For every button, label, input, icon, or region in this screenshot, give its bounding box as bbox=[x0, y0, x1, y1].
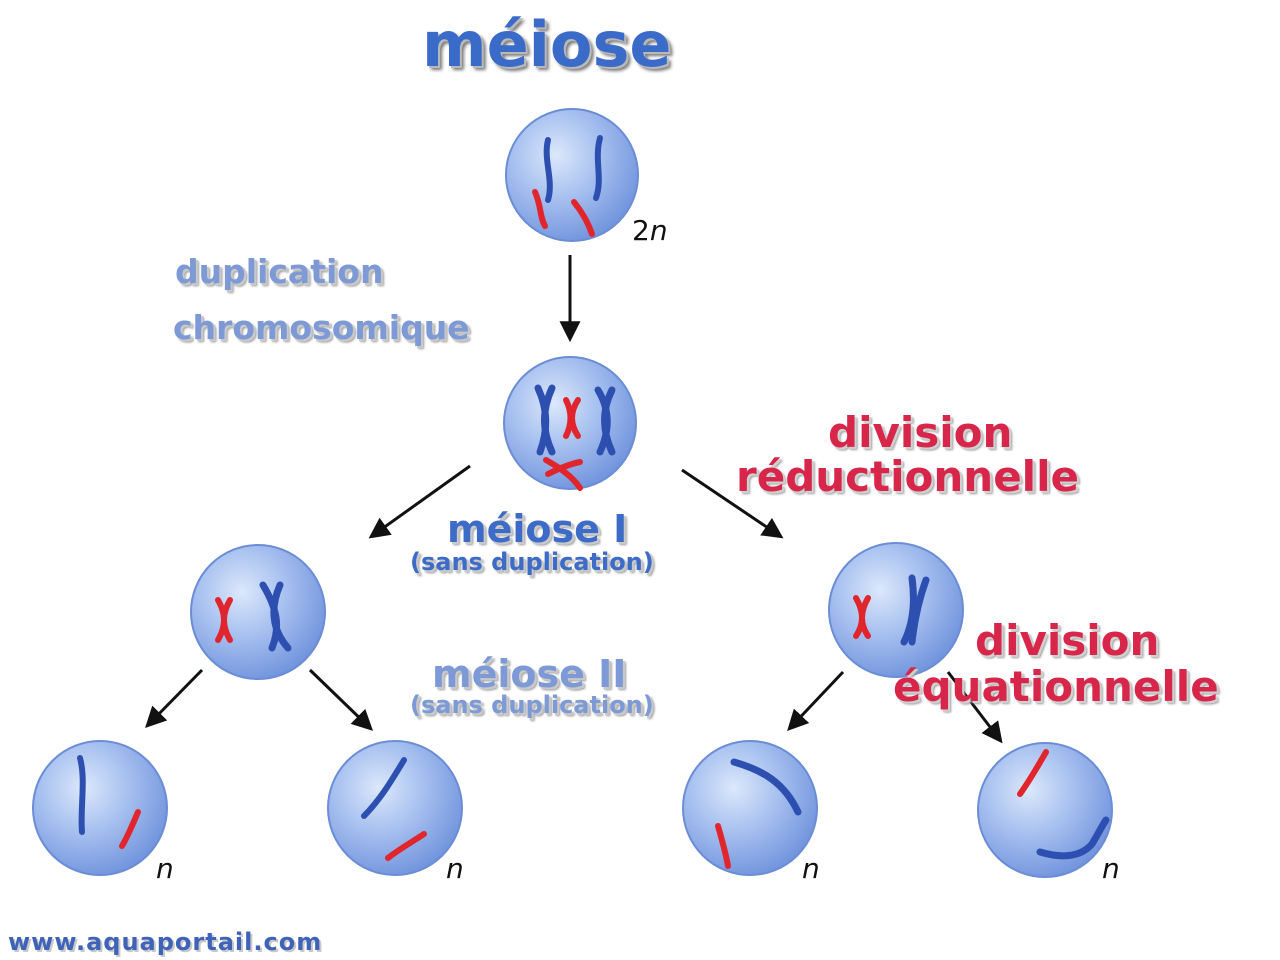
label-division-reductionnelle-2: réductionnelle bbox=[736, 452, 1079, 501]
chromosome-red bbox=[221, 597, 233, 643]
cell-haploid-4 bbox=[977, 742, 1113, 878]
chromosome-red bbox=[571, 199, 595, 237]
cell-meiosis-1-right bbox=[828, 542, 964, 678]
chromosome-blue bbox=[270, 581, 292, 652]
chromosome-blue bbox=[77, 755, 86, 835]
chromosome-red bbox=[545, 459, 583, 477]
arrow-to-right-cell bbox=[681, 468, 784, 539]
chromosome-blue bbox=[730, 758, 802, 816]
chromosome-blue bbox=[900, 574, 917, 646]
chromosome-blue bbox=[601, 386, 616, 456]
label-duplication-line1: duplication bbox=[175, 252, 384, 291]
website-url[interactable]: www.aquaportail.com bbox=[8, 928, 323, 956]
chromosome-blue bbox=[543, 137, 553, 203]
label-meiose-2-note: (sans duplication) bbox=[410, 691, 654, 719]
arrow-left-to-cell-2 bbox=[308, 668, 374, 731]
arrows bbox=[145, 255, 1003, 744]
ploidy-label-n: n bbox=[802, 852, 820, 885]
chromosome-red bbox=[1017, 749, 1049, 797]
label-duplication-line2: chromosomique bbox=[173, 308, 470, 347]
label-division-reductionnelle-1: division bbox=[828, 408, 1013, 457]
cell-haploid-2 bbox=[327, 740, 463, 876]
ploidy-label-n: n bbox=[1102, 852, 1120, 885]
label-meiose-1: méiose I bbox=[447, 507, 628, 551]
chromosome-red bbox=[532, 189, 548, 229]
cell-duplicated bbox=[503, 356, 637, 491]
label-division-equationnelle-2: équationnelle bbox=[893, 662, 1219, 711]
cell-haploid-1 bbox=[32, 740, 168, 876]
arrow-to-left-cell bbox=[368, 464, 471, 539]
cell-haploid-3 bbox=[682, 740, 818, 876]
label-division-equationnelle-1: division bbox=[975, 616, 1160, 665]
arrow-right-to-cell-3 bbox=[787, 670, 845, 732]
chromosome-blue bbox=[593, 135, 603, 201]
ploidy-label-n: n bbox=[446, 852, 464, 885]
label-meiose-2: méiose II bbox=[432, 652, 627, 696]
chromosome-red bbox=[569, 397, 581, 439]
chromosome-blue bbox=[908, 576, 930, 646]
chromosome-red bbox=[119, 809, 141, 849]
chromosome-red bbox=[859, 595, 871, 639]
chromosome-blue bbox=[361, 757, 407, 819]
chromosome-blue bbox=[1036, 816, 1110, 860]
ploidy-label-2n: 2n bbox=[632, 214, 668, 247]
ploidy-label-n: n bbox=[156, 852, 174, 885]
page-title: méiose bbox=[422, 8, 672, 81]
chromosome-red bbox=[543, 457, 583, 491]
label-meiose-1-note: (sans duplication) bbox=[410, 548, 654, 576]
chromosome-red bbox=[385, 831, 427, 861]
arrow-right-to-cell-4 bbox=[946, 671, 1003, 744]
cell-meiosis-1-left bbox=[190, 544, 326, 680]
chromosome-blue bbox=[541, 384, 556, 456]
cell-diploid bbox=[505, 108, 639, 242]
arrow-left-to-cell-1 bbox=[145, 668, 204, 728]
chromosome-red bbox=[715, 823, 731, 869]
